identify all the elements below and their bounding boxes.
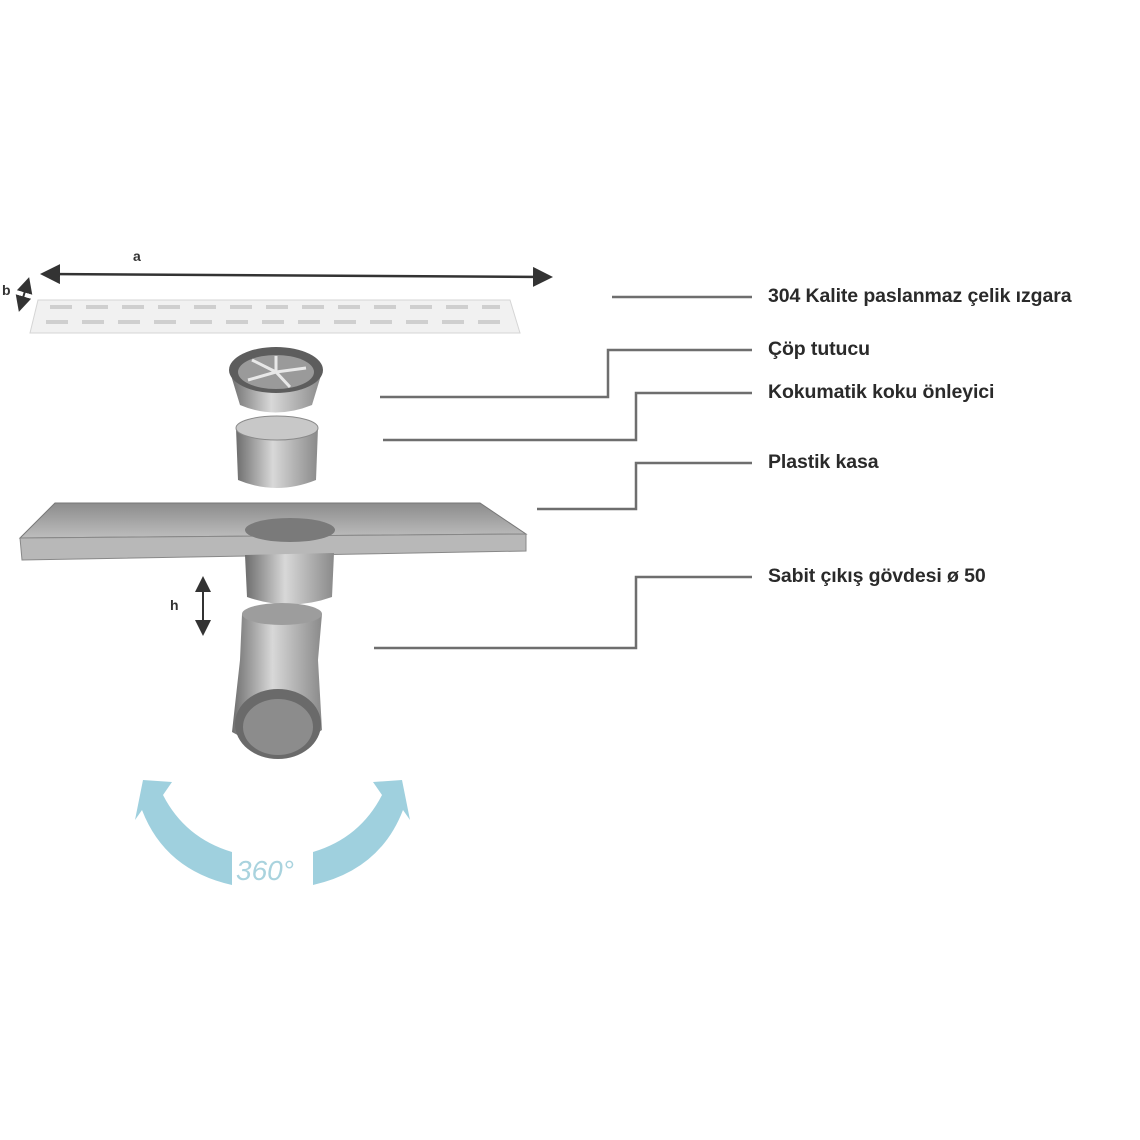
leader-lines xyxy=(374,295,752,650)
label-outlet: Sabit çıkış gövdesi ø 50 xyxy=(768,565,986,587)
label-housing: Plastik kasa xyxy=(768,451,879,473)
dimension-a-label: a xyxy=(133,248,141,264)
leader-strainer xyxy=(380,348,752,399)
plastic-housing xyxy=(18,502,528,605)
odor-trap xyxy=(235,415,319,488)
label-strainer: Çöp tutucu xyxy=(768,338,870,360)
dimension-b-arrow xyxy=(15,277,33,312)
label-odor-trap: Kokumatik koku önleyici xyxy=(768,381,995,403)
leader-odor-trap xyxy=(383,391,752,442)
dimension-b-label: b xyxy=(2,282,11,298)
leader-outlet xyxy=(374,575,752,650)
dimension-a-arrow xyxy=(40,264,553,287)
debris-strainer xyxy=(229,347,323,413)
steel-grate xyxy=(29,299,521,334)
rotation-arrow-icon xyxy=(135,780,410,885)
label-grate: 304 Kalite paslanmaz çelik ızgara xyxy=(768,285,1072,307)
dimension-h-label: h xyxy=(170,597,179,613)
outlet-body xyxy=(232,603,322,759)
rotation-label: 360° xyxy=(236,855,294,886)
leader-housing xyxy=(537,461,752,511)
